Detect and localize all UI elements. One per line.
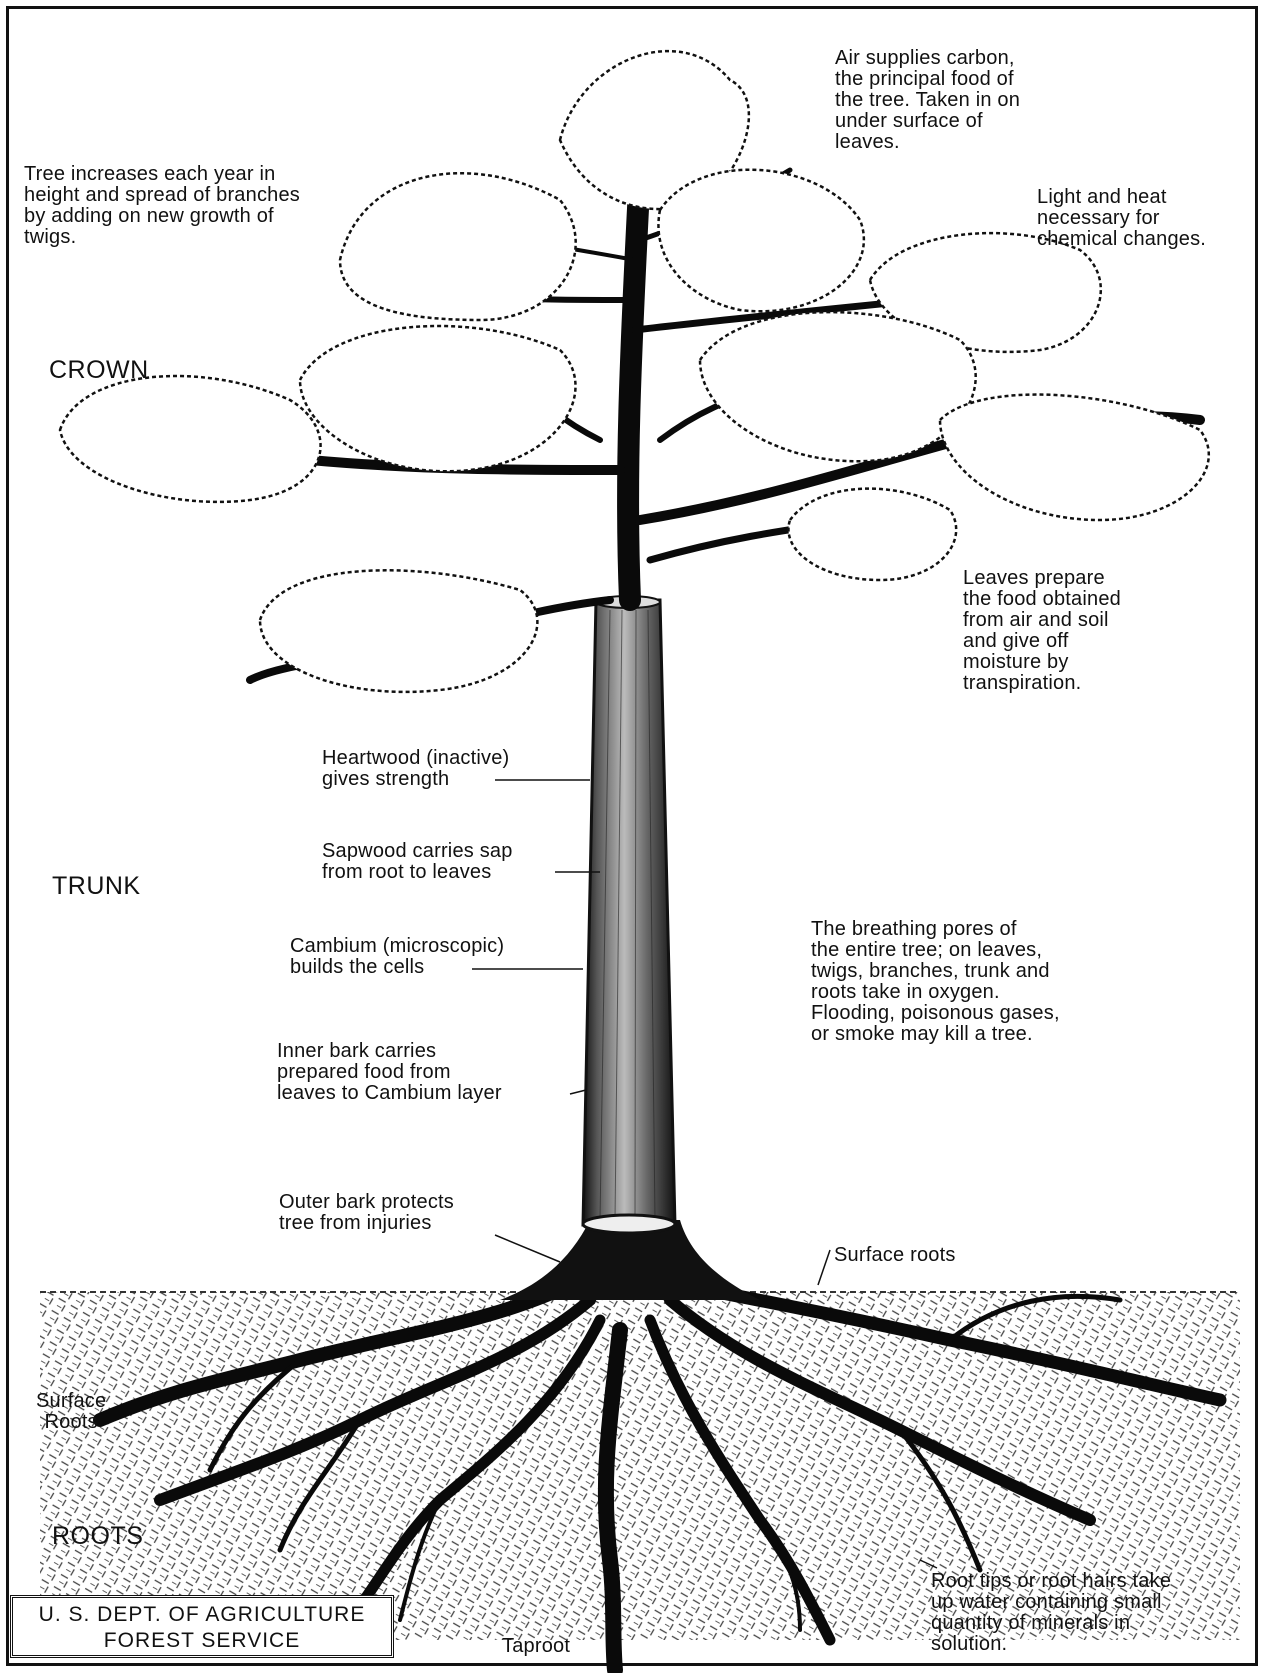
annotation-outer-bark: Outer bark protects tree from injuries: [279, 1192, 454, 1234]
annotation-growth: Tree increases each year in height and s…: [24, 164, 300, 248]
credit-line-1: U. S. DEPT. OF AGRICULTURE: [13, 1602, 391, 1628]
annotation-breathing-pores: The breathing pores of the entire tree; …: [811, 919, 1060, 1045]
annotation-surface-roots-right: Surface roots: [834, 1245, 956, 1266]
credit-line-2: FOREST SERVICE: [13, 1628, 391, 1654]
annotation-taproot: Taproot: [502, 1636, 570, 1657]
annotation-cambium: Cambium (microscopic) builds the cells: [290, 936, 504, 978]
annotation-inner-bark: Inner bark carries prepared food from le…: [277, 1041, 502, 1104]
section-label-crown: CROWN: [49, 356, 149, 385]
annotation-leaves: Leaves prepare the food obtained from ai…: [963, 568, 1121, 694]
section-label-trunk: TRUNK: [52, 872, 141, 901]
trunk: [583, 600, 675, 1225]
annotation-air-carbon: Air supplies carbon, the principal food …: [835, 48, 1020, 153]
annotation-surface-roots-left: Surface Roots: [36, 1391, 106, 1433]
annotation-light-heat: Light and heat necessary for chemical ch…: [1037, 187, 1206, 250]
annotation-heartwood: Heartwood (inactive) gives strength: [322, 748, 509, 790]
annotation-sapwood: Sapwood carries sap from root to leaves: [322, 841, 513, 883]
trunk-section-bottom: [583, 1215, 675, 1233]
credit-box: U. S. DEPT. OF AGRICULTURE FOREST SERVIC…: [10, 1595, 394, 1658]
section-label-roots: ROOTS: [52, 1522, 143, 1551]
annotation-root-tips: Root tips or root hairs take up water co…: [931, 1571, 1171, 1655]
